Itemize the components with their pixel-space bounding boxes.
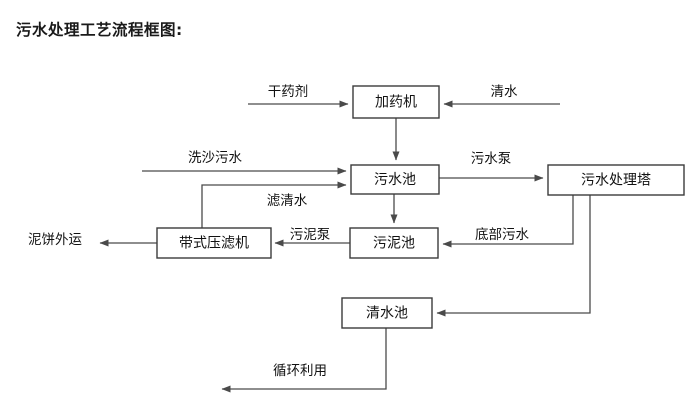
edge-label-sewage_pump: 污水泵 [471, 151, 512, 167]
edge-label-clean_water_in: 清水 [491, 84, 519, 100]
node-treatment_tower[interactable]: 污水处理塔 [547, 164, 685, 196]
node-label-dosing_machine: 加药机 [375, 95, 417, 111]
node-box-clear_water_pool [341, 297, 433, 329]
node-box-belt_filter [156, 227, 272, 259]
edge-label-recycle_use: 循环利用 [273, 363, 327, 379]
connector-tower-to-clear-water-pool [436, 195, 591, 317]
node-dosing_machine[interactable]: 加药机 [352, 85, 440, 119]
node-box-treatment_tower [547, 164, 685, 196]
edge-label-bottom_sewage: 底部污水 [475, 227, 529, 243]
node-label-sewage_pool: 污水池 [374, 172, 416, 188]
page-title: 污水处理工艺流程框图: [16, 21, 183, 39]
node-box-dosing_machine [352, 85, 440, 119]
edge-label-sand_wash_water: 洗沙污水 [188, 150, 242, 166]
node-label-belt_filter: 带式压滤机 [179, 236, 249, 252]
edge-label-filtrate_water: 滤清水 [267, 193, 308, 209]
node-sludge_pool[interactable]: 污泥池 [349, 227, 439, 259]
edge-label-mud_cake_out: 泥饼外运 [28, 232, 82, 248]
node-belt_filter[interactable]: 带式压滤机 [156, 227, 272, 259]
node-sewage_pool[interactable]: 污水池 [350, 164, 440, 195]
connections-layer [99, 100, 591, 393]
connector-clear-water-pool-to-recycle [221, 328, 387, 393]
node-clear_water_pool[interactable]: 清水池 [341, 297, 433, 329]
connector-tower-to-sludge-pool [442, 195, 574, 248]
node-label-clear_water_pool: 清水池 [366, 306, 408, 322]
node-label-treatment_tower: 污水处理塔 [581, 173, 651, 189]
connector-belt-filter-to-sewage-pool [201, 181, 347, 228]
edge-label-dry_reagent: 干药剂 [268, 84, 309, 100]
node-box-sewage_pool [350, 164, 440, 195]
edge-label-sludge_pump: 污泥泵 [290, 227, 331, 243]
node-label-sludge_pool: 污泥池 [373, 236, 415, 252]
node-box-sludge_pool [349, 227, 439, 259]
